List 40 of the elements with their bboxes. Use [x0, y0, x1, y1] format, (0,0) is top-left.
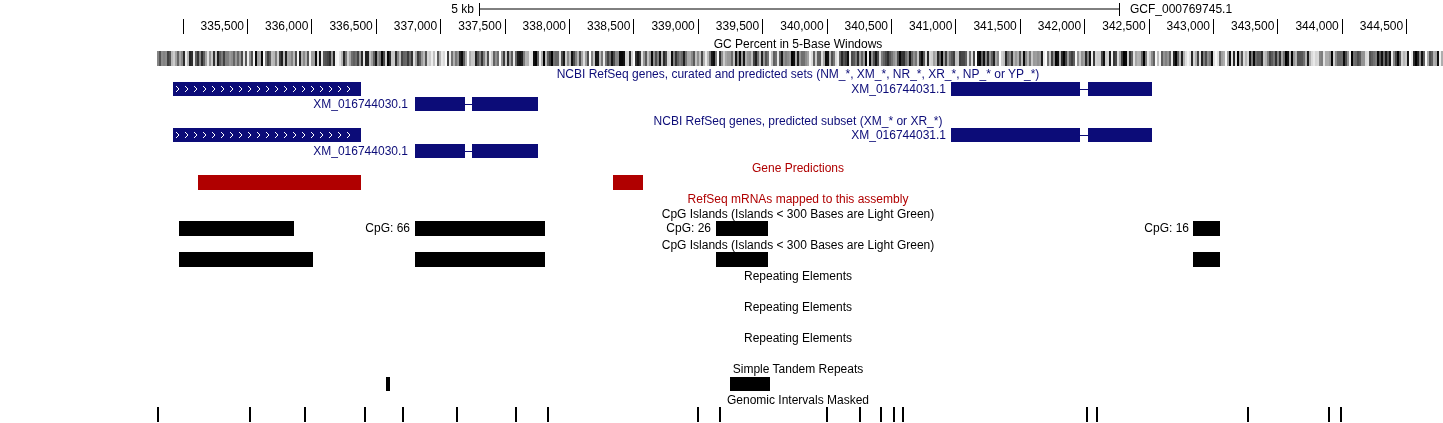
- transcript-label: XM_016744030.1: [313, 97, 408, 111]
- track-title: Simple Tandem Repeats: [732, 362, 864, 376]
- coordinate-label: 337,000: [393, 19, 438, 33]
- coordinate-label: 340,000: [780, 19, 824, 33]
- track-title: NCBI RefSeq genes, curated and predicted sets (NM_*, XM_*, NR_*, XR_*, NP_* or YP_*): [556, 67, 1040, 81]
- coordinate-label: 335,500: [200, 19, 244, 33]
- track-title: Repeating Elements: [743, 269, 853, 283]
- scale-label: 5 kb: [451, 2, 474, 16]
- track-title: Gene Predictions: [751, 161, 845, 175]
- coordinate-label: 338,000: [522, 19, 566, 33]
- cpg-score-label: CpG: 66: [365, 221, 410, 235]
- cpg-score-label: CpG: 26: [666, 221, 711, 235]
- coordinate-label: 339,500: [715, 19, 760, 33]
- coordinate-label: 342,000: [1037, 19, 1082, 33]
- transcript-label: XM_016744030.1: [313, 144, 408, 158]
- assembly-name: GCF_000769745.1: [1130, 2, 1233, 16]
- coordinate-label: 336,000: [265, 19, 309, 33]
- coordinate-label: 343,500: [1231, 19, 1275, 33]
- coordinate-label: 338,500: [587, 19, 631, 33]
- coordinate-label: 341,500: [973, 19, 1017, 33]
- track-title: CpG Islands (Islands < 300 Bases are Light Green): [661, 238, 935, 252]
- coordinate-label: 343,000: [1166, 19, 1210, 33]
- track-title: Genomic Intervals Masked: [726, 393, 870, 407]
- track-title: CpG Islands (Islands < 300 Bases are Light Green): [661, 207, 935, 221]
- track-title: Repeating Elements: [743, 331, 853, 345]
- coordinate-label: 336,500: [329, 19, 373, 33]
- coordinate-label: 341,000: [909, 19, 953, 33]
- coordinate-label: 344,500: [1359, 19, 1404, 33]
- track-title: NCBI RefSeq genes, predicted subset (XM_* or XR_*): [653, 114, 943, 128]
- cpg-score-label: CpG: 16: [1144, 221, 1189, 235]
- coordinate-label: 342,500: [1102, 19, 1146, 33]
- transcript-label: XM_016744031.1: [851, 128, 946, 142]
- coordinate-label: 337,500: [458, 19, 502, 33]
- coordinate-label: 344,000: [1295, 19, 1339, 33]
- track-title: GC Percent in 5-Base Windows: [713, 37, 883, 51]
- coordinate-label: 339,000: [651, 19, 695, 33]
- track-title: Repeating Elements: [743, 300, 853, 314]
- track-title: RefSeq mRNAs mapped to this assembly: [687, 192, 909, 206]
- transcript-label: XM_016744031.1: [851, 82, 946, 96]
- coordinate-label: 340,500: [844, 19, 888, 33]
